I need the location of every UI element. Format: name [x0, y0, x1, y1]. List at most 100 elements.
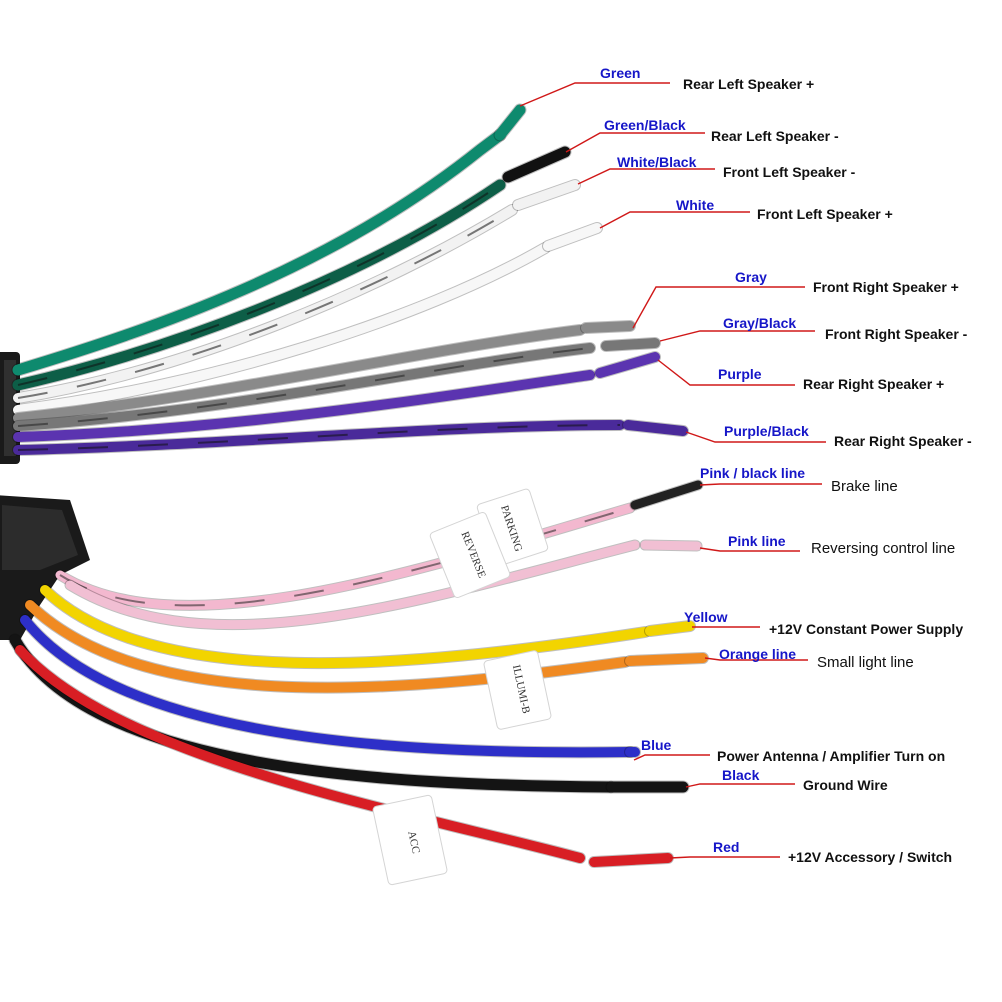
- leader-line-red: [669, 856, 780, 859]
- wire-gray-black-stripe: [17, 347, 591, 427]
- leader-line-purple-black: [685, 431, 826, 443]
- wire-white-insulation: [13, 243, 550, 415]
- wire-color-label: Pink line: [728, 533, 786, 549]
- wire-function-label: Rear Right Speaker +: [803, 376, 944, 392]
- wire-gray-end: [581, 321, 635, 333]
- wire-color-label: Pink / black line: [700, 465, 805, 481]
- wire-blue: [19, 614, 641, 759]
- wire-white-black: [12, 179, 581, 404]
- tag-ill: ILLUMI-B: [483, 650, 552, 730]
- wire-function-label: Rear Left Speaker +: [683, 76, 814, 92]
- wire-function-label: Front Left Speaker -: [723, 164, 856, 180]
- lower-connector-face: [2, 505, 78, 570]
- wire-gray: [12, 320, 636, 424]
- wire-gray-black-end: [601, 338, 660, 351]
- wire-pink: [64, 539, 703, 631]
- leader-line-black: [685, 783, 795, 788]
- wire-purple: [12, 351, 661, 443]
- wire-purple-insulation: [13, 370, 595, 442]
- tag-acc-text: ACC: [405, 830, 421, 855]
- wire-color-label: Gray: [735, 269, 767, 285]
- wire-function-label: Brake line: [831, 478, 898, 495]
- wire-function-label: Rear Left Speaker -: [711, 128, 839, 144]
- wire-green-black: [11, 145, 572, 392]
- wire-color-label: Orange line: [719, 646, 796, 662]
- wire-white-black-stripe: [17, 209, 513, 399]
- wire-color-label: White/Black: [617, 154, 697, 170]
- tag-ill-sleeve: [483, 650, 552, 730]
- wire-color-label: Green/Black: [604, 117, 686, 133]
- leader-line-blue: [633, 754, 710, 761]
- wire-pink-black: [54, 479, 704, 611]
- tag-reverse-sleeve: [429, 512, 511, 598]
- tag-acc: ACC: [372, 794, 448, 886]
- wire-pink-black-insulation: [55, 503, 635, 610]
- wire-red-end: [589, 853, 673, 867]
- wire-red-insulation: [15, 645, 585, 863]
- wire-green-black-stripe: [17, 184, 501, 386]
- wire-color-label: Red: [713, 839, 739, 855]
- wire-white-end: [543, 223, 602, 251]
- wire-color-label: Blue: [641, 737, 672, 753]
- leader-line-purple: [657, 359, 795, 386]
- wire-yellow: [39, 584, 696, 670]
- wire-function-label: Front Left Speaker +: [757, 206, 893, 222]
- wire-function-label: +12V Constant Power Supply: [769, 621, 963, 637]
- wire-function-label: Small light line: [817, 654, 914, 671]
- wire-purple-black-end: [623, 420, 688, 436]
- wire-pink-end: [640, 540, 702, 551]
- wire-pink-insulation: [65, 540, 640, 630]
- wire-pink-black-end: [630, 480, 703, 510]
- wire-blue-insulation: [20, 615, 635, 758]
- wire-white: [12, 222, 603, 416]
- wire-green-end: [494, 104, 526, 141]
- wire-function-label: Front Right Speaker +: [813, 279, 959, 295]
- tag-reverse: REVERSE: [429, 512, 511, 598]
- leader-line-green: [519, 82, 670, 107]
- leader-line-pink-black: [699, 483, 822, 486]
- wire-color-label: Yellow: [684, 609, 728, 625]
- wire-color-label: Gray/Black: [723, 315, 796, 331]
- wire-function-label: Ground Wire: [803, 777, 888, 793]
- label-red: Red+12V Accessory / Switch: [669, 839, 952, 865]
- wire-gray-insulation: [13, 325, 585, 423]
- label-yellow: Yellow +12V Constant Power Supply: [684, 609, 963, 637]
- wire-color-label: Black: [722, 767, 760, 783]
- wire-gray-black: [12, 337, 661, 432]
- leader-line-pink: [699, 547, 800, 552]
- wire-green-black-end: [502, 146, 571, 183]
- leader-line-gray: [632, 286, 805, 329]
- wire-red: [14, 644, 674, 868]
- wire-orange: [24, 599, 709, 694]
- label-pink: Pink line Reversing control line: [699, 533, 955, 557]
- wire-function-label: Power Antenna / Amplifier Turn on: [717, 748, 945, 764]
- wire-yellow-end: [645, 621, 695, 636]
- leader-line-gray-black: [659, 330, 815, 342]
- wire-purple-end: [595, 352, 660, 378]
- wire-green: [11, 103, 527, 377]
- wire-white-black-end: [513, 180, 580, 210]
- wire-yellow-insulation: [40, 585, 650, 669]
- wire-function-label: Reversing control line: [811, 540, 955, 557]
- wire-purple-black: [12, 419, 689, 456]
- leader-line-white-black: [577, 168, 715, 185]
- wire-purple-black-stripe: [17, 424, 621, 451]
- wire-function-label: Front Right Speaker -: [825, 326, 968, 342]
- leader-line-orange: [704, 657, 808, 661]
- wire-color-label: Purple/Black: [724, 423, 809, 439]
- tag-acc-sleeve: [372, 794, 448, 886]
- wire-color-label: White: [676, 197, 714, 213]
- wire-orange-end: [625, 653, 708, 666]
